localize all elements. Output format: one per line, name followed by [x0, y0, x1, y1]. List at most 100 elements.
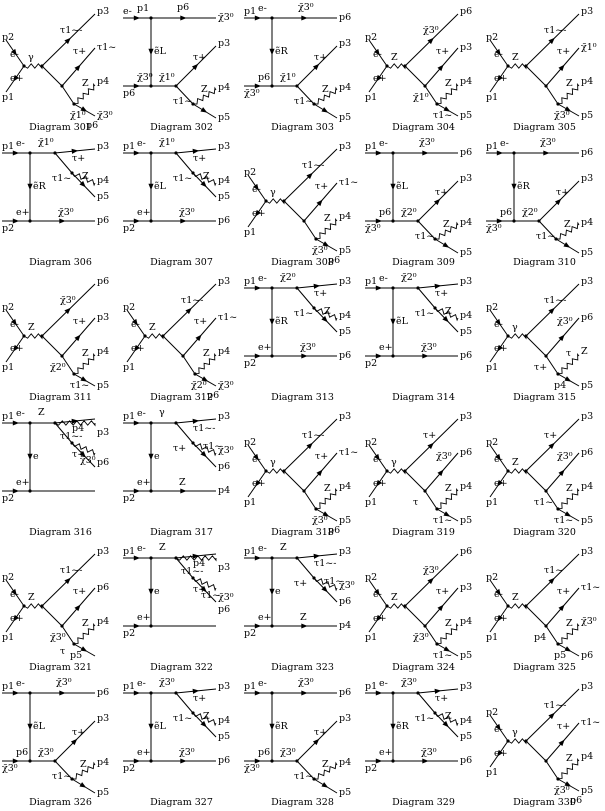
diagram-caption: Diagram 327	[150, 797, 213, 808]
arrow-head	[133, 420, 141, 426]
particle-label: χ̃1⁰	[159, 72, 175, 83]
fermion-line	[404, 65, 426, 87]
arrow-head	[564, 376, 572, 382]
particle-label: χ̃3⁰	[423, 565, 439, 576]
particle-label: χ̃3⁰	[312, 245, 328, 256]
particle-label: τ1~	[415, 308, 434, 319]
arrow-head	[133, 218, 141, 224]
particle-label: Z	[443, 219, 450, 230]
arrow-head	[254, 623, 262, 629]
particle-label: p1	[244, 276, 256, 287]
particle-label: τ1~	[544, 565, 563, 576]
arrow-head	[80, 376, 88, 382]
particle-label: τ1~	[173, 173, 192, 184]
particle-label: p3	[460, 173, 472, 184]
particle-label: τ	[566, 348, 571, 359]
particle-label: p2	[244, 628, 256, 639]
particle-label: χ̃3⁰	[244, 88, 260, 99]
particle-label: p2	[2, 302, 14, 313]
arrow-head	[254, 690, 262, 696]
arrow-head	[322, 241, 330, 247]
particle-label: ẽL	[33, 721, 46, 732]
arrow-head	[548, 712, 555, 720]
particle-label: p4	[339, 757, 351, 768]
arrow-head	[434, 688, 442, 694]
particle-label: γ	[270, 187, 276, 198]
particle-label: p1	[2, 681, 14, 692]
arrow-head	[376, 74, 382, 82]
particle-label: τ+	[73, 586, 86, 597]
particle-label: p1	[244, 497, 256, 508]
arrow-head	[422, 353, 429, 359]
arrow-head	[427, 37, 434, 45]
particle-label: τ+	[557, 586, 570, 597]
particle-label: Z	[203, 711, 210, 722]
particle-label: χ̃3⁰	[557, 316, 573, 327]
particle-label: p5	[218, 112, 230, 123]
particle-label: p4	[97, 757, 109, 768]
particle-label: p3	[581, 681, 593, 692]
particle-label: τ+	[423, 430, 436, 441]
arrow-head	[133, 623, 141, 629]
diagram-caption: Diagram 311	[29, 392, 92, 403]
arrow-head	[180, 488, 187, 494]
particle-label: p2	[244, 437, 256, 448]
arrow-head	[437, 469, 444, 477]
particle-label: e-	[131, 319, 140, 330]
boson-line	[557, 622, 580, 645]
particle-label: τ1~	[324, 576, 343, 587]
particle-label: γ	[512, 322, 518, 333]
particle-label: p6	[97, 457, 109, 468]
particle-label: τ1~	[294, 308, 313, 319]
arrow-head	[11, 588, 17, 596]
particle-label: τ+	[314, 727, 327, 738]
fermion-line	[283, 200, 305, 222]
particle-label: p1	[365, 276, 377, 287]
particle-label: p4	[581, 76, 593, 87]
particle-label: χ̃2⁰	[280, 272, 296, 283]
particle-label: p3	[218, 141, 230, 152]
boson-line	[507, 468, 527, 475]
arrow-head	[200, 180, 207, 188]
particle-label: p1	[244, 546, 256, 557]
fermion-line	[182, 355, 196, 375]
arrow-head	[564, 646, 572, 652]
fermion-line	[545, 490, 559, 510]
particle-label: p6	[581, 650, 593, 661]
particle-label: p2	[2, 32, 14, 43]
arrow-head	[133, 150, 141, 156]
particle-label: e+	[258, 612, 272, 623]
boson-line	[434, 221, 459, 240]
particle-label: χ̃3⁰	[60, 295, 76, 306]
particle-label: τ1~-	[60, 565, 82, 576]
particle-label: p6	[460, 447, 472, 458]
arrow-head	[434, 283, 442, 289]
fermion-line	[175, 692, 194, 714]
particle-label: p3	[460, 681, 472, 692]
arrow-head	[554, 198, 562, 206]
particle-label: τ1~	[415, 231, 434, 242]
arrow-head	[548, 307, 555, 315]
fermion-line	[61, 355, 75, 375]
boson-line	[313, 307, 338, 322]
arrow-head	[269, 48, 275, 56]
particle-label: τ1~	[433, 650, 452, 661]
particle-label: p6	[379, 207, 391, 218]
particle-label: p2	[244, 167, 256, 178]
particle-label: e+	[137, 477, 151, 488]
particle-label: χ̃3⁰	[97, 110, 113, 121]
particle-label: p3	[460, 582, 472, 593]
arrow-head	[133, 555, 141, 561]
boson-line	[313, 86, 338, 105]
particle-label: χ̃3⁰	[38, 747, 54, 758]
particle-label: p2	[123, 302, 135, 313]
particle-label: p2	[244, 358, 256, 369]
particle-label: τ1~	[415, 713, 434, 724]
particle-label: e+	[258, 342, 272, 353]
arrow-head	[313, 283, 321, 289]
particle-label: τ+	[436, 586, 449, 597]
